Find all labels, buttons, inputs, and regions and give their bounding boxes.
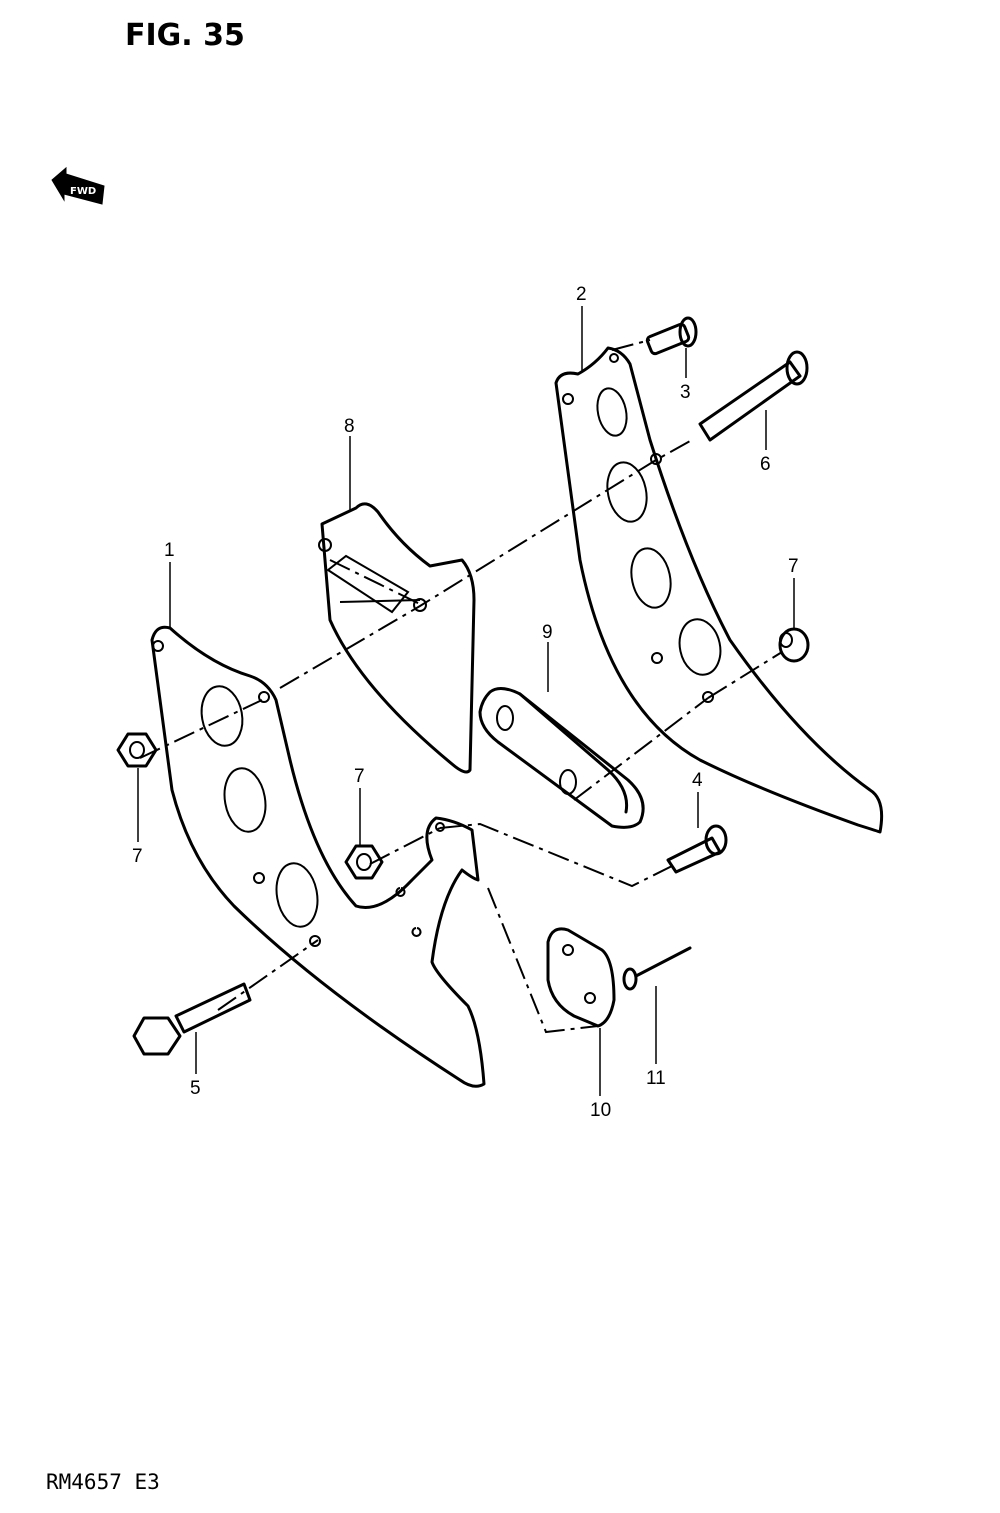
figure-title: FIG. 35 [125,18,245,53]
collar-7-right [778,627,810,663]
pin-11 [622,946,692,991]
callout-7-right: 7 [788,556,799,577]
assembly-lines [139,339,783,1034]
callout-10: 10 [590,1100,611,1121]
callout-labels: 1 2 3 4 5 6 7 7 7 8 9 10 11 [132,284,799,1121]
rubber-damper [478,687,645,829]
callout-4: 4 [692,770,703,791]
callout-9: 9 [542,622,553,643]
leader-lines [137,306,795,1096]
nut-7-center [344,844,384,880]
spacer-bracket [318,502,476,774]
bolt-4 [666,824,728,874]
callout-11: 11 [646,1068,666,1089]
callout-8: 8 [344,416,355,437]
nut-7-left [116,732,158,768]
callout-3: 3 [680,382,691,403]
bolt-6 [698,350,809,442]
bolt-5 [132,982,252,1056]
callout-6: 6 [760,454,771,475]
right-side-plate [554,346,884,834]
forward-arrow-icon: FWD [51,166,105,205]
model-code: RM4657 E3 [46,1470,160,1494]
callout-7-center: 7 [354,766,365,787]
callout-2: 2 [576,284,587,305]
callout-5: 5 [190,1078,201,1099]
callout-7-left: 7 [132,846,143,867]
bolt-3 [645,316,698,356]
callout-1: 1 [164,540,175,561]
left-side-plate [150,625,486,1088]
direction-label: FWD [70,186,96,197]
pad [546,927,616,1028]
